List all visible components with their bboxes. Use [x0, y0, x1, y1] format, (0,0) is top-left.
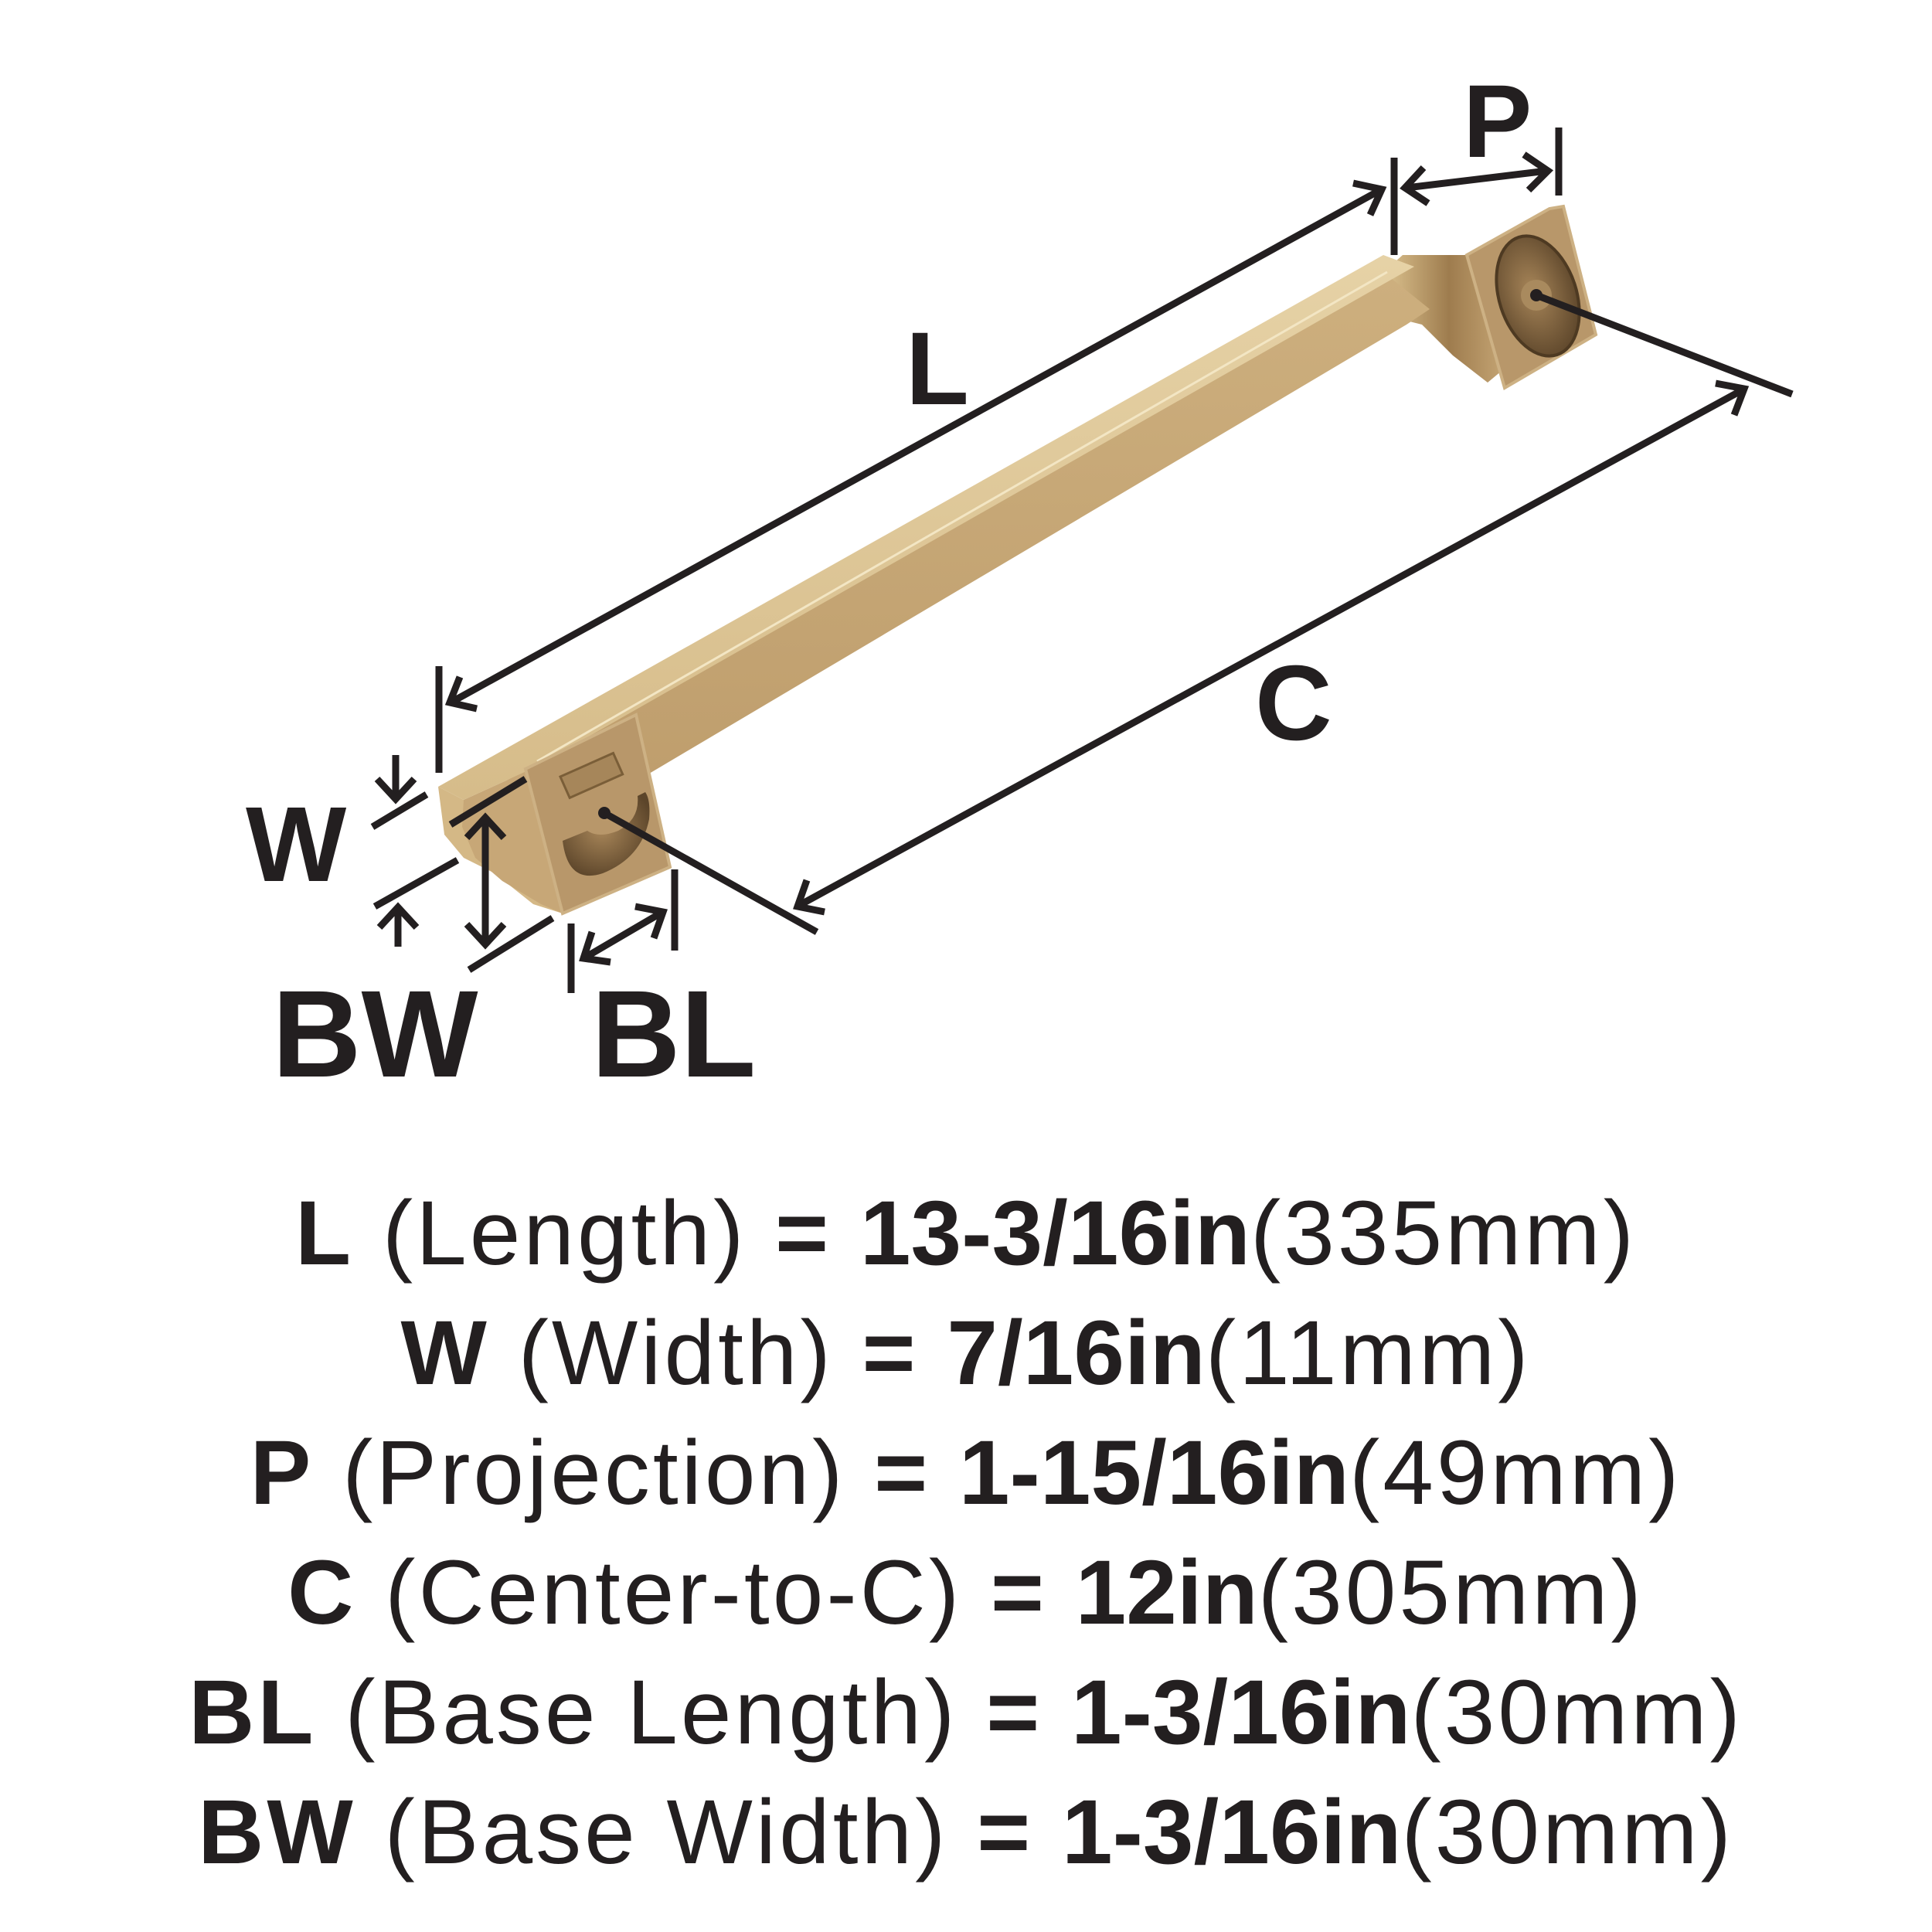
spec-base-length: BL (Base Length) = 1-3/16in(30mm): [0, 1667, 1932, 1758]
c-arrowhead-left: [793, 879, 825, 916]
p-dimension-arrow: [1406, 167, 1548, 192]
spec-imperial-value: 1-3/16in: [1070, 1662, 1411, 1764]
c-dimension-arrow: [798, 387, 1744, 908]
c-extension-left: [602, 810, 819, 935]
handle-bar-front-face: [452, 278, 1430, 842]
bw-arrowhead-top: [464, 812, 507, 841]
spec-imperial-value: 1-3/16in: [1061, 1781, 1402, 1883]
spec-metric-value: (30mm): [1410, 1662, 1743, 1764]
label-w: W: [246, 785, 347, 904]
l-dimension-arrow: [450, 187, 1383, 705]
spec-code: P: [250, 1422, 315, 1524]
spec-code: BL: [189, 1662, 317, 1764]
spec-imperial-value: 7/16in: [947, 1302, 1206, 1404]
handle-bar-ridge: [536, 270, 1388, 763]
left-base-slot: [559, 751, 624, 800]
spec-metric-value: (11mm): [1205, 1302, 1532, 1404]
dimension-diagram: P L C W BW BL: [246, 64, 1794, 1103]
spec-equals: =: [977, 1781, 1034, 1883]
bw-extension-bottom: [467, 915, 555, 973]
spec-equals: =: [990, 1542, 1047, 1644]
spec-code: L: [294, 1182, 355, 1284]
label-bl: BL: [591, 964, 756, 1103]
spec-name: (Width): [518, 1302, 834, 1404]
dimension-labels: P L C W BW BL: [246, 64, 1532, 1103]
l-arrowhead-left: [444, 675, 478, 713]
w-arrowhead-up: [376, 902, 420, 930]
label-l: L: [906, 311, 969, 427]
c-arrowhead-right: [1715, 379, 1750, 417]
spec-name: (Base Width): [384, 1781, 949, 1883]
spec-name: (Projection): [342, 1422, 846, 1524]
spec-code: C: [287, 1542, 357, 1644]
w-arrowhead-down: [374, 776, 417, 804]
spec-center-to-center: C (Center-to-C) = 12in(305mm): [0, 1547, 1932, 1638]
spec-imperial-value: 1-15/16in: [958, 1422, 1349, 1524]
spec-imperial-value: 12in: [1075, 1542, 1258, 1644]
handle-illustration: [438, 204, 1598, 916]
p-arrowhead-left: [1400, 165, 1430, 206]
bl-arrowhead-left: [579, 930, 611, 966]
label-p: P: [1463, 64, 1532, 179]
spec-metric-value: (49mm): [1349, 1422, 1682, 1524]
left-base-plate: [523, 713, 672, 916]
label-bw: BW: [272, 964, 478, 1103]
c-extension-right: [1535, 291, 1794, 398]
bw-extension-top: [448, 776, 528, 828]
w-extension-top: [370, 791, 429, 830]
spec-projection: P (Projection) = 1-15/16in(49mm): [0, 1427, 1932, 1519]
spec-base-width: BW (Base Width) = 1-3/16in(30mm): [0, 1787, 1932, 1878]
spec-width: W (Width) = 7/16in(11mm): [0, 1308, 1932, 1399]
spec-equals: =: [986, 1662, 1043, 1764]
spec-name: (Center-to-C): [385, 1542, 963, 1644]
handle-bar-top-face: [438, 255, 1414, 800]
spec-equals: =: [862, 1302, 919, 1404]
label-c: C: [1255, 644, 1332, 763]
bw-arrowhead-bottom: [464, 921, 507, 950]
l-arrowhead-right: [1352, 179, 1387, 216]
bl-arrowhead-right: [634, 903, 668, 940]
spec-length: L (Length) = 13-3/16in(335mm): [0, 1188, 1932, 1279]
spec-name: (Base Length): [345, 1662, 958, 1764]
left-base-recess: [563, 792, 650, 876]
spec-code: W: [400, 1302, 490, 1404]
spec-code: BW: [198, 1781, 356, 1883]
p-arrowhead-right: [1522, 151, 1554, 193]
spec-name: (Length): [382, 1182, 747, 1284]
spec-imperial-value: 13-3/16in: [859, 1182, 1250, 1284]
dimension-lines: [370, 128, 1794, 993]
spec-metric-value: (335mm): [1250, 1182, 1638, 1284]
spec-metric-value: (305mm): [1257, 1542, 1645, 1644]
spec-equals: =: [874, 1422, 931, 1524]
spec-equals: =: [775, 1182, 832, 1284]
bl-dimension-arrow: [583, 910, 664, 961]
spec-metric-value: (30mm): [1401, 1781, 1734, 1883]
w-extension-bottom: [372, 857, 460, 910]
